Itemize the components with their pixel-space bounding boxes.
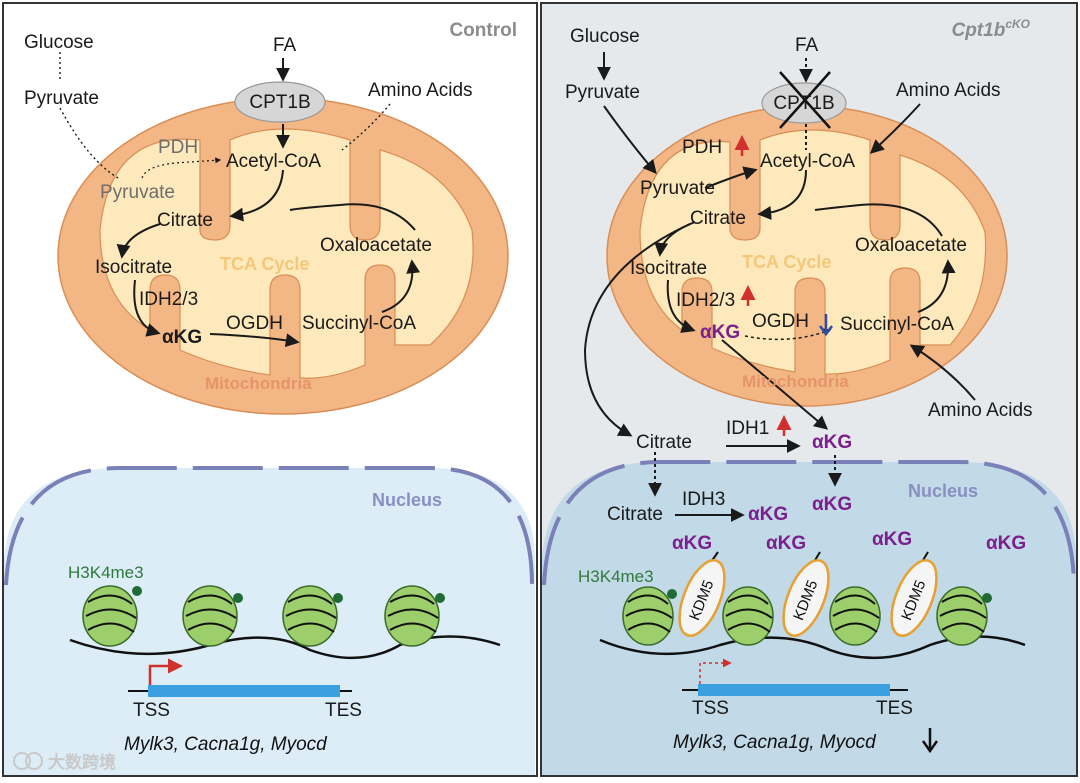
cko-cpt1b: CPT1B — [773, 93, 834, 114]
cko-amino-acids-top: Amino Acids — [896, 80, 1001, 101]
cko-akg-nuc1: αKG — [748, 504, 788, 525]
cko-glucose: Glucose — [570, 26, 640, 47]
cko-idh1: IDH1 — [726, 418, 769, 439]
control-mito-inner — [99, 128, 474, 379]
cko-akg-row-4: αKG — [986, 533, 1026, 554]
cko-akg-row-2: αKG — [766, 533, 806, 554]
control-nuclear-envelope — [4, 466, 534, 586]
control-gene-bar — [148, 685, 340, 697]
control-isocitrate: Isocitrate — [95, 257, 172, 278]
cko-nucleosomes — [622, 586, 992, 646]
cko-oxaloacetate: Oxaloacetate — [855, 235, 967, 256]
control-nucleus-label: Nucleus — [372, 490, 442, 510]
cko-citrate-nuc: Citrate — [607, 504, 663, 525]
control-acetyl-coa: Acetyl-CoA — [226, 151, 321, 172]
cko-ogdh: OGDH — [752, 311, 809, 332]
control-succinyl-coa: Succinyl-CoA — [302, 313, 416, 334]
watermark-logo-icon — [13, 752, 31, 770]
cko-isocitrate: Isocitrate — [630, 258, 707, 279]
control-genes: Mylk3, Cacna1g, Myocd — [124, 734, 328, 755]
cko-akg-nuc2: αKG — [812, 494, 852, 515]
cko-amino-acids-bottom: Amino Acids — [928, 400, 1033, 421]
cko-fa: FA — [795, 35, 819, 56]
cko-pyruvate-inside: Pyruvate — [640, 178, 715, 199]
cko-genes: Mylk3, Cacna1g, Myocd — [673, 732, 877, 753]
cko-tss-arrow — [699, 658, 732, 684]
cko-h3k4me3: H3K4me3 — [578, 567, 654, 586]
control-ogdh: OGDH — [226, 313, 283, 334]
control-fa: FA — [273, 35, 297, 56]
cko-group — [542, 52, 1076, 775]
control-cpt1b-pill — [234, 81, 326, 123]
cko-title-main: Cpt1b — [951, 20, 1005, 41]
cko-tss: TSS — [692, 698, 729, 719]
control-amino-acids: Amino Acids — [368, 80, 473, 101]
control-h3k4me3: H3K4me3 — [68, 563, 144, 582]
control-oxaloacetate: Oxaloacetate — [320, 235, 432, 256]
control-tca-cycle: TCA Cycle — [220, 254, 309, 274]
cko-nuclear-envelope — [542, 460, 1076, 586]
cko-idh3: IDH3 — [682, 489, 725, 510]
cko-cross-line-2 — [779, 71, 831, 129]
cko-nucleus-label: Nucleus — [908, 481, 978, 501]
cko-acetyl-coa: Acetyl-CoA — [760, 151, 855, 172]
watermark-text: 大数跨境 — [48, 752, 116, 772]
control-group — [4, 52, 535, 775]
cko-pyruvate-outside: Pyruvate — [565, 82, 640, 103]
control-title: Control — [449, 20, 517, 41]
control-tes: TES — [325, 700, 362, 721]
control-glucose: Glucose — [24, 32, 94, 53]
control-citrate: Citrate — [157, 210, 213, 231]
cko-tes: TES — [876, 698, 913, 719]
cko-akg: αKG — [700, 322, 740, 343]
control-pdh: PDH — [158, 137, 198, 158]
cko-akg-row-1: αKG — [672, 533, 712, 554]
control-pyruvate-inside: Pyruvate — [100, 182, 175, 203]
cko-pdh: PDH — [682, 137, 722, 158]
cko-title: Cpt1bcKO — [951, 17, 1030, 41]
cko-kdm5-group — [678, 551, 938, 637]
cko-regulation-arrows — [734, 135, 939, 754]
control-akg: αKG — [162, 327, 202, 348]
control-pyruvate-outside: Pyruvate — [24, 88, 99, 109]
cko-akg-row-3: αKG — [872, 529, 912, 550]
cko-gene-bar — [698, 684, 890, 696]
cko-idh23: IDH2/3 — [676, 290, 735, 311]
control-nucleosomes — [82, 585, 445, 647]
cko-citrate-cyto: Citrate — [636, 432, 692, 453]
cko-mitochondria: Mitochondria — [742, 372, 849, 391]
control-tss: TSS — [133, 700, 170, 721]
cko-title-sup: cKO — [1005, 17, 1030, 31]
cko-cpt1b-pill — [761, 82, 847, 124]
control-nucleus — [4, 468, 535, 775]
cko-mito-inner — [639, 129, 987, 375]
cko-tca-cycle: TCA Cycle — [742, 252, 831, 272]
control-tss-arrow — [148, 658, 183, 685]
cko-citrate: Citrate — [690, 208, 746, 229]
cko-succinyl-coa: Succinyl-CoA — [840, 314, 954, 335]
watermark: 大数跨境 — [13, 752, 116, 772]
cko-akg-cyto: αKG — [812, 432, 852, 453]
control-mitochondria: Mitochondria — [205, 374, 312, 393]
control-cpt1b: CPT1B — [249, 92, 310, 113]
control-idh23: IDH2/3 — [139, 289, 198, 310]
